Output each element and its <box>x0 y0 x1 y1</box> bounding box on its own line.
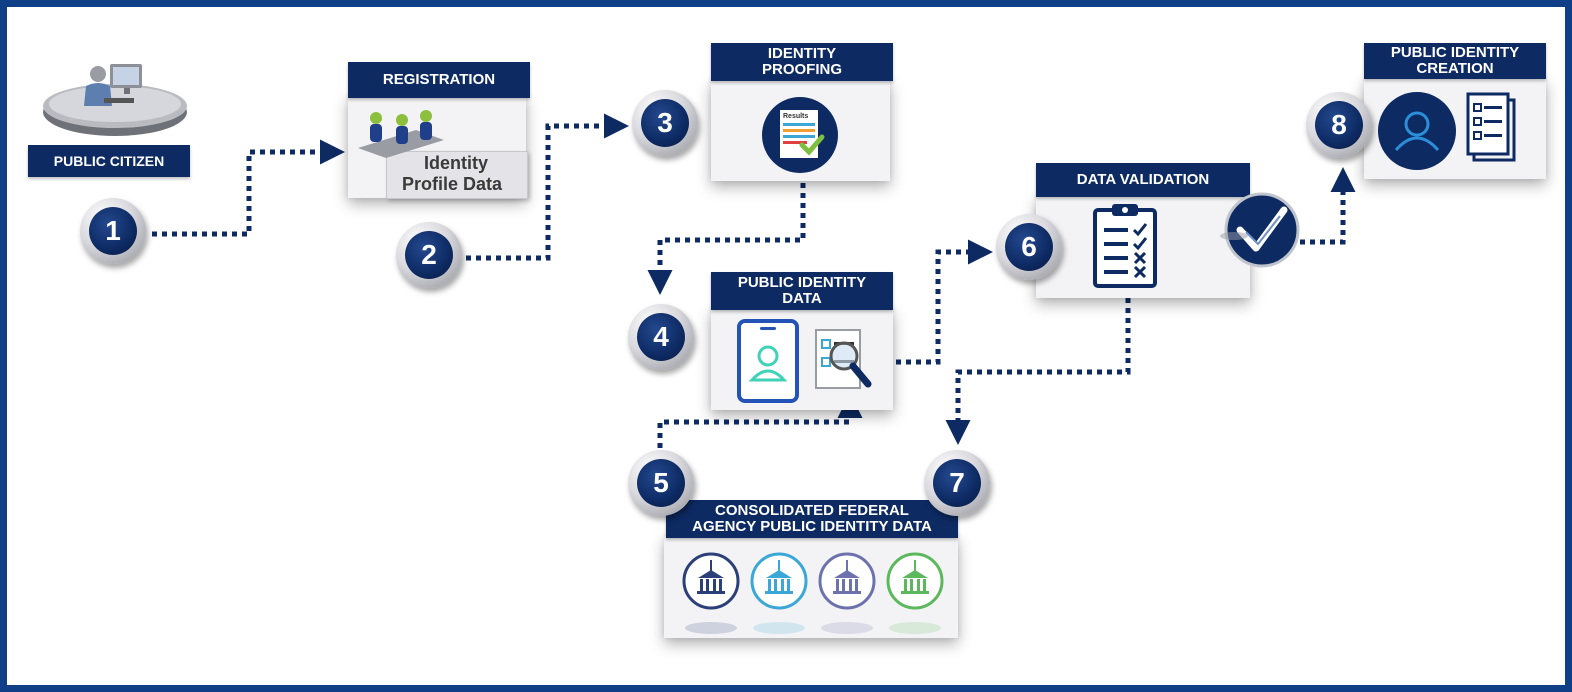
clipboard-checklist-icon <box>1093 204 1157 288</box>
identity-profile-line2: Profile Data <box>402 174 503 194</box>
public-identity-creation-title: PUBLIC IDENTITY CREATION <box>1364 43 1546 79</box>
results-document-label: Results <box>783 113 808 120</box>
data-validation-title: DATA VALIDATION <box>1036 163 1250 197</box>
step-badge-8: 8 <box>1306 92 1372 158</box>
arrow-validation-to-7 <box>945 298 1131 445</box>
step-number-6: 6 <box>1005 223 1053 271</box>
people-group-icon <box>358 110 444 158</box>
user-profile-icon <box>1378 92 1456 170</box>
arrow-5-to-public-data <box>657 393 863 448</box>
public-identity-data-title: PUBLIC IDENTITY DATA <box>711 272 893 310</box>
magnifier-document-icon <box>815 329 872 389</box>
arrow-check-to-8 <box>1300 167 1356 245</box>
validation-check-icon <box>1220 192 1300 268</box>
arrow-proofing-to-4 <box>647 183 806 295</box>
government-building-icon <box>886 552 944 610</box>
step-badge-2: 2 <box>396 222 462 288</box>
workstation-user-icon <box>43 64 187 136</box>
step-number-3: 3 <box>641 99 689 147</box>
mobile-id-icon <box>737 319 799 403</box>
public-citizen-title: PUBLIC CITIZEN <box>28 145 190 177</box>
consolidated-federal-title: CONSOLIDATED FEDERAL AGENCY PUBLIC IDENT… <box>666 500 958 538</box>
government-building-icon <box>818 552 876 610</box>
step-badge-6: 6 <box>996 214 1062 280</box>
checkmark-icon <box>799 134 825 156</box>
identity-proofing-title: IDENTITY PROOFING <box>711 43 893 81</box>
government-building-icon <box>750 552 808 610</box>
registration-title: REGISTRATION <box>348 62 530 98</box>
step-badge-3: 3 <box>632 90 698 156</box>
step-number-1: 1 <box>89 207 137 255</box>
arrow-1-to-registration <box>152 139 345 237</box>
step-badge-5: 5 <box>628 450 694 516</box>
step-badge-4: 4 <box>628 304 694 370</box>
government-building-icon <box>682 552 740 610</box>
identity-profile-line1: Identity <box>424 153 489 173</box>
step-number-5: 5 <box>637 459 685 507</box>
step-number-7: 7 <box>933 459 981 507</box>
step-number-2: 2 <box>405 231 453 279</box>
step-badge-7: 7 <box>924 450 990 516</box>
form-document-icon <box>1466 92 1516 162</box>
step-number-4: 4 <box>637 313 685 361</box>
agency-icons-row <box>682 552 944 634</box>
step-number-8: 8 <box>1315 101 1363 149</box>
results-document-icon: Results <box>762 97 838 173</box>
arrow-public-data-to-6 <box>876 239 993 365</box>
arrow-2-to-proofing <box>466 113 629 261</box>
identity-profile-data-box <box>386 151 528 199</box>
step-badge-1: 1 <box>80 198 146 264</box>
